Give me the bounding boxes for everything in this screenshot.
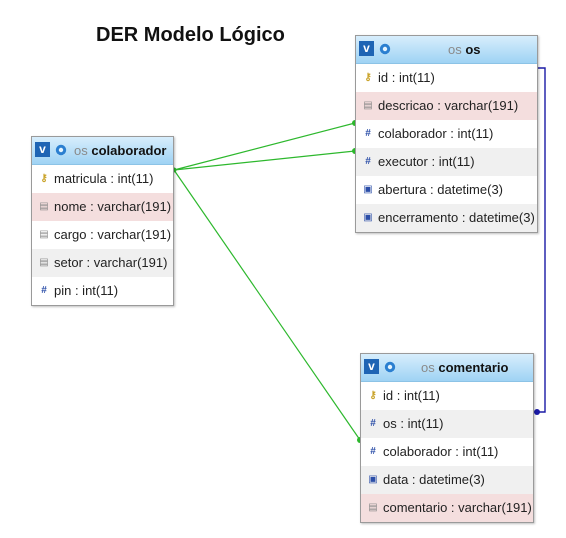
relation-line-colaborador-os-colaborador[interactable]: [173, 122, 356, 171]
column-label: setor : varchar(191): [54, 255, 168, 270]
column-label: id : int(11): [378, 70, 435, 85]
diagram-title: DER Modelo Lógico: [96, 24, 285, 46]
gear-icon[interactable]: [383, 360, 397, 374]
table-header[interactable]: v os comentario: [361, 354, 533, 382]
collapse-toggle-icon[interactable]: v: [35, 142, 50, 157]
column-label: abertura : datetime(3): [378, 182, 504, 197]
text-field-icon: ▤: [39, 257, 49, 268]
number-field-icon: #: [370, 418, 376, 429]
table-row[interactable]: # pin : int(11): [32, 277, 173, 305]
table-row[interactable]: ⚷ id : int(11): [361, 382, 533, 410]
column-label: executor : int(11): [378, 154, 475, 169]
collapse-toggle-icon[interactable]: v: [364, 359, 379, 374]
column-label: os : int(11): [383, 416, 444, 431]
number-field-icon: #: [41, 285, 47, 296]
table-colaborador[interactable]: v os colaborador ⚷ matricula : int(11) ▤ n…: [31, 136, 174, 306]
date-field-icon: ▣: [363, 212, 373, 223]
table-row[interactable]: ▣ encerramento : datetime(3): [356, 204, 537, 232]
table-row[interactable]: # colaborador : int(11): [356, 120, 537, 148]
table-row[interactable]: ▤ descricao : varchar(191): [356, 92, 537, 120]
table-row[interactable]: # executor : int(11): [356, 148, 537, 176]
table-comentario[interactable]: v os comentario ⚷ id : int(11) # os : int(…: [360, 353, 534, 523]
column-label: encerramento : datetime(3): [378, 210, 535, 225]
database-name: os: [421, 360, 435, 375]
gear-icon[interactable]: [54, 143, 68, 157]
table-name: colaborador: [91, 143, 167, 158]
table-row[interactable]: ▣ abertura : datetime(3): [356, 176, 537, 204]
number-field-icon: #: [365, 128, 371, 139]
table-name: comentario: [438, 360, 509, 375]
table-header[interactable]: v os os: [356, 36, 537, 64]
table-row[interactable]: # os : int(11): [361, 410, 533, 438]
column-label: comentario : varchar(191): [383, 500, 532, 515]
table-row[interactable]: ▣ data : datetime(3): [361, 466, 533, 494]
database-name: os: [74, 143, 88, 158]
column-label: pin : int(11): [54, 283, 119, 298]
table-row[interactable]: ▤ cargo : varchar(191): [32, 221, 173, 249]
table-row[interactable]: ▤ comentario : varchar(191): [361, 494, 533, 522]
table-row[interactable]: ▤ setor : varchar(191): [32, 249, 173, 277]
number-field-icon: #: [370, 446, 376, 457]
table-row[interactable]: ⚷ id : int(11): [356, 64, 537, 92]
key-icon: ⚷: [364, 72, 372, 83]
column-label: nome : varchar(191): [54, 199, 172, 214]
relation-line-colaborador-comentario[interactable]: [173, 169, 361, 441]
table-name: os: [465, 42, 481, 57]
column-label: cargo : varchar(191): [54, 227, 172, 242]
relation-endpoint-dot: [534, 409, 540, 415]
gear-icon[interactable]: [378, 42, 392, 56]
collapse-toggle-icon[interactable]: v: [359, 41, 374, 56]
text-field-icon: ▤: [39, 229, 49, 240]
column-label: data : datetime(3): [383, 472, 485, 487]
column-label: descricao : varchar(191): [378, 98, 519, 113]
key-icon: ⚷: [40, 173, 48, 184]
table-os[interactable]: v os os ⚷ id : int(11) ▤ descricao : varch…: [355, 35, 538, 233]
column-label: matricula : int(11): [54, 171, 154, 186]
column-label: id : int(11): [383, 388, 440, 403]
text-field-icon: ▤: [39, 201, 49, 212]
number-field-icon: #: [365, 156, 371, 167]
table-header[interactable]: v os colaborador: [32, 137, 173, 165]
column-label: colaborador : int(11): [383, 444, 499, 459]
key-icon: ⚷: [369, 390, 377, 401]
relation-line-colaborador-os-executor[interactable]: [173, 150, 356, 171]
column-label: colaborador : int(11): [378, 126, 494, 141]
relation-line-os-comentario[interactable]: [537, 67, 546, 413]
date-field-icon: ▣: [363, 184, 373, 195]
text-field-icon: ▤: [363, 100, 373, 111]
table-row[interactable]: # colaborador : int(11): [361, 438, 533, 466]
date-field-icon: ▣: [368, 474, 378, 485]
text-field-icon: ▤: [368, 502, 378, 513]
database-name: os: [448, 42, 462, 57]
table-row[interactable]: ▤ nome : varchar(191): [32, 193, 173, 221]
table-row[interactable]: ⚷ matricula : int(11): [32, 165, 173, 193]
